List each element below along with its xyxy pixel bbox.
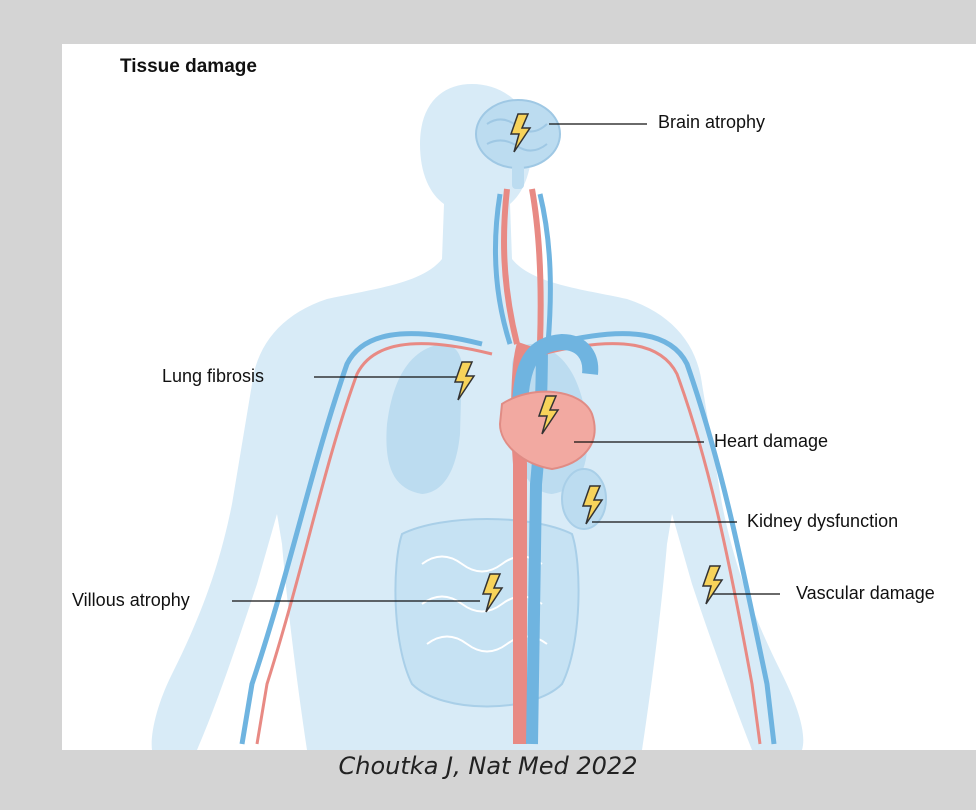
body-illustration xyxy=(62,44,976,750)
figure-caption: Choutka J, Nat Med 2022 xyxy=(0,752,976,780)
label-brain-atrophy: Brain atrophy xyxy=(658,112,765,133)
label-villous-atrophy: Villous atrophy xyxy=(72,590,190,611)
intestines xyxy=(395,519,578,707)
label-lung-fibrosis: Lung fibrosis xyxy=(162,366,264,387)
figure-title: Tissue damage xyxy=(120,56,257,78)
brainstem xyxy=(512,164,524,189)
label-kidney-dysfunction: Kidney dysfunction xyxy=(747,511,898,532)
figure-panel: Tissue damage Brain atrophy Lung fibrosi… xyxy=(62,44,976,750)
kidney xyxy=(562,469,606,529)
label-vascular-damage: Vascular damage xyxy=(796,583,935,604)
label-heart-damage: Heart damage xyxy=(714,431,828,452)
